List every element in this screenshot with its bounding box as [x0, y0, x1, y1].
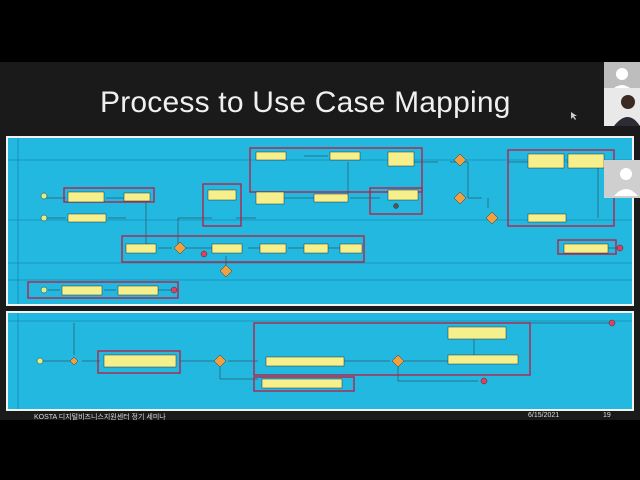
presentation-slide: Process to Use Case Mapping	[0, 62, 640, 420]
slide-title: Process to Use Case Mapping	[100, 86, 511, 119]
avatar-placeholder-icon	[604, 160, 640, 198]
webcam-tile-participant-3[interactable]	[604, 160, 640, 198]
footer-date: 6/15/2021	[528, 412, 560, 419]
bpmn-diagram-bottom	[6, 311, 634, 411]
webcam-tile-participant-2[interactable]	[604, 88, 640, 126]
bpmn-diagram-top-svg	[8, 138, 632, 304]
footer-page-number: 19	[603, 412, 611, 419]
bpmn-diagram-bottom-svg	[8, 313, 632, 409]
footer-organization: KOSTA 디지털비즈니스지원센터 정기 세미나	[34, 414, 166, 420]
participant-video-icon	[604, 88, 640, 126]
bpmn-diagram-top	[6, 136, 634, 306]
mouse-cursor-icon	[571, 112, 577, 120]
